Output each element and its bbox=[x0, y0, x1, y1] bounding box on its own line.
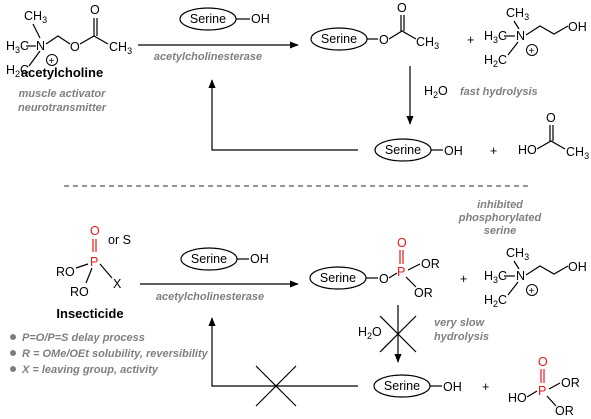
regenerated-serine-bottom: Serine OH bbox=[373, 374, 462, 398]
phosphoric-acid-product: HO P O OR OR bbox=[508, 355, 580, 418]
bottom-enzyme-serine: Serine OH bbox=[180, 247, 269, 271]
bottom-enzyme-label: acetylcholinesterase bbox=[156, 291, 264, 303]
regenerated-serine-top: Serine OH bbox=[374, 138, 463, 162]
svg-text:HO: HO bbox=[518, 143, 537, 157]
svg-text:P: P bbox=[90, 255, 98, 269]
bullet-1: P=O/P=S delay process bbox=[22, 332, 145, 344]
svg-text:H2C: H2C bbox=[484, 293, 507, 309]
svg-text:OH: OH bbox=[568, 260, 587, 274]
svg-text:RO: RO bbox=[56, 265, 75, 279]
top-enzyme-serine: Serine OH bbox=[179, 7, 270, 31]
svg-text:+: + bbox=[529, 46, 535, 57]
svg-text:+: + bbox=[482, 380, 489, 394]
slow-hydrolysis-note-1: very slow bbox=[434, 317, 486, 329]
svg-text:OH: OH bbox=[443, 380, 462, 394]
choline-structure: CH3 H3C N + H2C OH bbox=[484, 6, 587, 69]
return-cross-2 bbox=[255, 365, 297, 407]
svg-text:O: O bbox=[397, 236, 407, 250]
methyl-label: CH3 bbox=[24, 9, 47, 25]
acetylcholine-structure: CH3 H3C N + H2C O O CH3 bbox=[6, 3, 132, 79]
svg-text:O: O bbox=[379, 33, 389, 47]
insecticide-structure: O P or S RO RO X bbox=[56, 224, 131, 299]
svg-text:OH: OH bbox=[250, 252, 269, 266]
svg-text:+: + bbox=[529, 286, 535, 297]
h2c-label: H2C bbox=[6, 63, 29, 79]
intermediate-note-3: serine bbox=[484, 225, 516, 237]
phosphorylated-serine: Serine O P O OR OR bbox=[309, 236, 440, 300]
svg-text:H3C: H3C bbox=[484, 269, 507, 285]
bullet-3: X = leaving group, activity bbox=[21, 364, 159, 376]
svg-text:CH3: CH3 bbox=[506, 246, 529, 262]
svg-text:OR: OR bbox=[561, 376, 580, 390]
top-water: H2O bbox=[424, 84, 448, 100]
svg-text:+: + bbox=[460, 272, 467, 286]
svg-text:Serine: Serine bbox=[385, 143, 421, 157]
svg-text:O: O bbox=[538, 355, 548, 369]
svg-text:O: O bbox=[379, 272, 389, 286]
block-cross-2 bbox=[379, 315, 417, 353]
svg-text:OH: OH bbox=[251, 12, 270, 26]
svg-text:RO: RO bbox=[70, 285, 89, 299]
svg-text:O: O bbox=[90, 224, 100, 238]
inhibitor-name: Insecticide bbox=[56, 306, 123, 321]
svg-text:+: + bbox=[467, 33, 474, 47]
svg-text:OH: OH bbox=[444, 144, 463, 158]
svg-text:CH3: CH3 bbox=[566, 145, 589, 161]
svg-text:OR: OR bbox=[555, 404, 574, 418]
slow-hydrolysis-note-2: hydrolysis bbox=[434, 331, 489, 343]
svg-text:Serine: Serine bbox=[384, 379, 420, 393]
svg-text:+: + bbox=[490, 144, 497, 158]
svg-text:P: P bbox=[397, 265, 405, 279]
trimethyl-label: H3C bbox=[6, 39, 29, 55]
charge-label: + bbox=[49, 56, 55, 67]
insecticide-bullets: P=O/P=S delay process R = OMe/OEt solubi… bbox=[10, 332, 209, 376]
bullet-2: R = OMe/OEt solubility, reversibility bbox=[22, 348, 209, 360]
svg-text:OH: OH bbox=[568, 20, 587, 34]
intermediate-note-1: inhibited bbox=[477, 199, 523, 211]
svg-text:Serine: Serine bbox=[190, 12, 226, 26]
svg-text:Serine: Serine bbox=[191, 252, 227, 266]
ester-oxygen: O bbox=[70, 40, 80, 54]
svg-text:O: O bbox=[546, 111, 556, 125]
svg-text:N: N bbox=[516, 269, 525, 283]
top-enzyme-label: acetylcholinesterase bbox=[154, 51, 262, 63]
carbonyl-oxygen: O bbox=[90, 3, 100, 17]
svg-text:H2C: H2C bbox=[484, 53, 507, 69]
svg-text:N: N bbox=[516, 29, 525, 43]
svg-text:P: P bbox=[538, 384, 546, 398]
svg-text:CH3: CH3 bbox=[416, 35, 439, 51]
bottom-return-arrow bbox=[208, 317, 358, 387]
fast-hydrolysis-note: fast hydrolysis bbox=[460, 86, 538, 98]
svg-text:O: O bbox=[397, 1, 407, 15]
substrate-role-1: muscle activator bbox=[19, 88, 107, 100]
svg-text:Serine: Serine bbox=[321, 32, 357, 46]
svg-text:HO: HO bbox=[508, 391, 527, 405]
svg-text:OR: OR bbox=[414, 286, 433, 300]
bottom-water: H2O bbox=[358, 325, 382, 341]
svg-text:Serine: Serine bbox=[320, 271, 356, 285]
choline-structure-bottom: CH3 H3C N + H2C OH bbox=[484, 246, 587, 309]
acetyl-serine: Serine O O CH3 bbox=[310, 1, 439, 51]
or-s-label: or S bbox=[108, 233, 131, 247]
nitrogen-label: N bbox=[36, 39, 45, 53]
svg-text:CH3: CH3 bbox=[506, 6, 529, 22]
substrate-role-2: neurotransmitter bbox=[18, 102, 107, 114]
svg-text:OR: OR bbox=[421, 257, 440, 271]
top-return-arrow bbox=[208, 79, 358, 151]
svg-text:H3C: H3C bbox=[484, 29, 507, 45]
intermediate-note-2: phosphorylated bbox=[458, 212, 542, 224]
svg-text:X: X bbox=[113, 277, 122, 291]
substrate-name: acetylcholine bbox=[21, 65, 103, 80]
acetic-acid: HO O CH3 bbox=[518, 111, 589, 161]
svg-text:CH3: CH3 bbox=[109, 40, 132, 56]
